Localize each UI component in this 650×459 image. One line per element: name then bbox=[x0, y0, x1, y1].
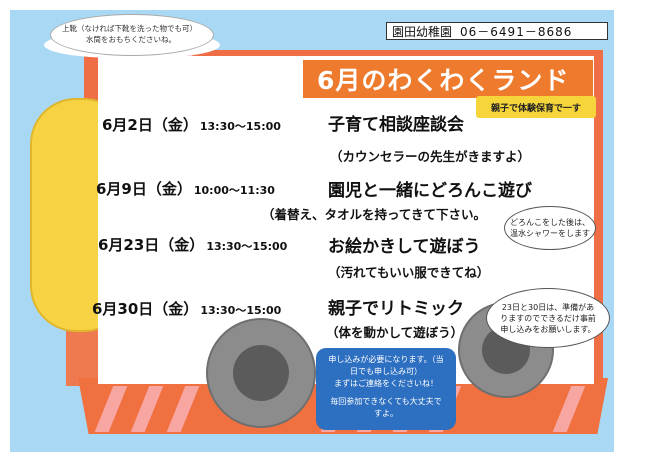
event-title: お絵かきして遊ぼう bbox=[328, 237, 481, 257]
event-time: 10:00～11:30 bbox=[193, 184, 275, 197]
bubble-line: 温水シャワーをします bbox=[510, 229, 590, 238]
event-date: 6月30日（金）13:30～15:00 bbox=[92, 298, 281, 319]
event-date: 6月2日（金）13:30～15:00 bbox=[102, 114, 281, 135]
train-wheel-left bbox=[206, 318, 316, 428]
cloud-note bbox=[50, 14, 214, 56]
event-note: （汚れてもいい服できてね） bbox=[328, 265, 490, 280]
apply-line: まずはご連絡をくださいね！ bbox=[334, 379, 438, 388]
event-date-text: 6月30日（金） bbox=[92, 300, 199, 318]
event-title: 親子でリトミック bbox=[328, 299, 464, 319]
event-note: （着替え、タオルを持ってきて下さい。 bbox=[262, 207, 487, 222]
event-date: 6月9日（金）10:00～11:30 bbox=[96, 178, 275, 199]
event-date-text: 6月9日（金） bbox=[96, 180, 192, 198]
event-note: （カウンセラーの先生がきますよ） bbox=[330, 149, 531, 164]
event-date: 6月23日（金）13:30～15:00 bbox=[98, 234, 287, 255]
bubble-line: 23日と30日は、準備があ bbox=[501, 302, 595, 312]
event-title: 子育て相談座談会 bbox=[328, 115, 464, 135]
bubble-line: りますのでできるだけ事前 bbox=[500, 313, 596, 323]
wheel-hub bbox=[233, 345, 289, 401]
bubble-line: 申し込みをお願いします。 bbox=[500, 324, 596, 334]
cloud-note-line2: 水筒をおもちくださいね。 bbox=[86, 35, 176, 44]
event-date-text: 6月2日（金） bbox=[102, 116, 198, 134]
apply-note-bubble: 23日と30日は、準備があ りますのでできるだけ事前 申し込みをお願いします。 bbox=[486, 288, 610, 348]
event-date-text: 6月23日（金） bbox=[98, 236, 205, 254]
subtitle-badge: 親子で体験保育で一す bbox=[476, 96, 596, 118]
apply-line: 日でも申し込み可） bbox=[350, 367, 422, 376]
event-time: 13:30～15:00 bbox=[199, 120, 281, 133]
event-time: 13:30～15:00 bbox=[206, 240, 288, 253]
event-time: 13:30～15:00 bbox=[200, 304, 282, 317]
apply-line: すよ。 bbox=[374, 409, 398, 418]
shower-note-bubble: どろんこをした後は、 温水シャワーをします bbox=[504, 206, 596, 250]
title-banner: 6月のわくわくランド bbox=[303, 60, 593, 98]
bubble-line: どろんこをした後は、 bbox=[510, 218, 590, 227]
cloud-note-line1: 上靴（なければ下靴を洗った物でも可） bbox=[62, 24, 197, 33]
school-phone: 06－6491－8686 bbox=[460, 24, 573, 39]
school-name: 園田幼稚園 bbox=[392, 24, 453, 39]
school-contact-box: 園田幼稚園 06－6491－8686 bbox=[386, 22, 608, 40]
event-note: （体を動かして遊ぼう） bbox=[326, 325, 464, 340]
apply-line: 申し込みが必要になります。（当 bbox=[328, 355, 444, 364]
page-title: 6月のわくわくランド bbox=[317, 66, 570, 95]
apply-line: 毎回参加できなくても大丈夫で bbox=[330, 397, 442, 406]
application-info-box: 申し込みが必要になります。（当 日でも申し込み可） まずはご連絡をくださいね！ … bbox=[316, 348, 456, 430]
event-title: 園児と一緒にどろんこ遊び bbox=[328, 181, 532, 201]
